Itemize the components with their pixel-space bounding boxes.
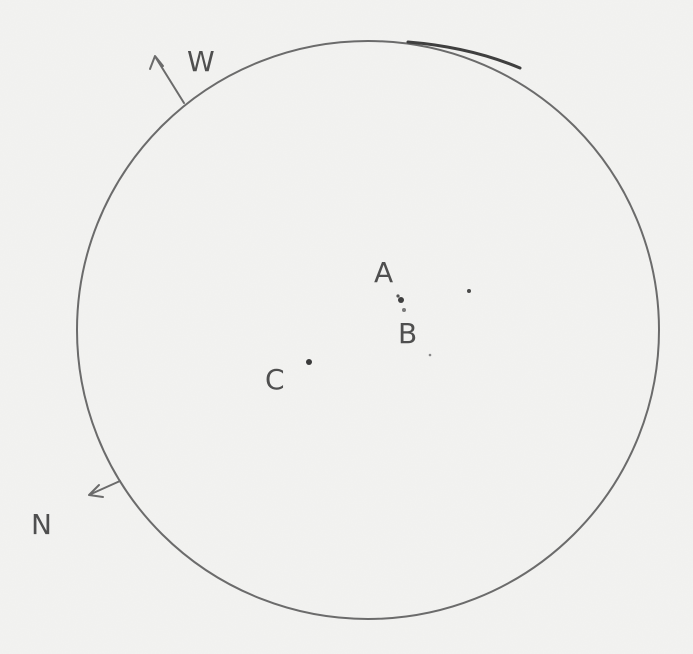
west-arrow-icon (149, 55, 185, 104)
sunspot-c (306, 359, 312, 365)
sunspot-a-companion (396, 294, 400, 298)
north-label: N (31, 508, 52, 541)
sunspot-label-a: A (374, 256, 393, 289)
sunspot-b-trailing (428, 353, 432, 357)
sunspot-a (398, 297, 404, 303)
solar-disk-outline (76, 40, 660, 620)
sunspot-b (402, 308, 406, 312)
west-label: W (187, 45, 215, 78)
outline-emphasis (406, 40, 522, 70)
sunspot-isolated (467, 289, 471, 293)
sunspot-label-b: B (398, 317, 417, 350)
north-arrow-icon (88, 480, 121, 498)
sunspot-label-c: C (265, 363, 285, 396)
